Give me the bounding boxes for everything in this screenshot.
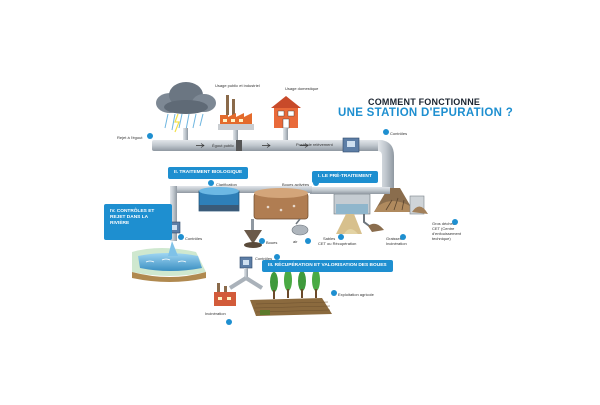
label-controles-top: Contrôles bbox=[390, 131, 408, 136]
factory-icon bbox=[218, 95, 254, 130]
tree-icon bbox=[298, 271, 306, 298]
label-graisses-sub: Incinération bbox=[386, 241, 407, 246]
pretreatment-units bbox=[333, 188, 428, 234]
bullet-marker bbox=[400, 234, 406, 240]
bullet-marker bbox=[383, 129, 389, 135]
bullet-marker bbox=[338, 234, 344, 240]
rain-cloud-icon bbox=[156, 82, 216, 133]
label-usage-public: Usage public et industriel bbox=[215, 83, 260, 88]
bullet-marker bbox=[208, 180, 214, 186]
tree-icon bbox=[270, 272, 278, 299]
tree-icon bbox=[284, 269, 292, 298]
section-biological: II. TRAITEMENT BIOLOGIQUE bbox=[168, 167, 249, 179]
bullet-marker bbox=[452, 219, 458, 225]
house-icon bbox=[271, 96, 301, 129]
title-line-2: UNE STATION D'EPURATION ? bbox=[338, 107, 514, 119]
label-boues-activees: Boues activées bbox=[282, 182, 310, 187]
label-usage-domestique: Usage domestique bbox=[285, 86, 319, 91]
agricultural-field bbox=[250, 269, 332, 316]
river-icon bbox=[132, 241, 206, 282]
label-incineration: Incinération bbox=[205, 311, 226, 316]
label-egout-public: Égout public bbox=[212, 143, 235, 148]
bullet-marker bbox=[331, 290, 337, 296]
bullet-marker bbox=[226, 319, 232, 325]
bullet-marker bbox=[178, 234, 184, 240]
label-controles-mid: Contrôles bbox=[255, 256, 273, 261]
incinerator-icon bbox=[214, 283, 236, 306]
bullet-marker bbox=[305, 238, 311, 244]
tree-icon bbox=[312, 269, 320, 298]
label-graisses: Graisses bbox=[386, 236, 402, 241]
sludge-cones bbox=[244, 219, 262, 248]
label-gros-dechets: Gros déchets bbox=[432, 221, 456, 226]
label-gros-dechets-sub: CET (Centre d'enfouissement technique) bbox=[432, 226, 462, 241]
label-air: air bbox=[293, 239, 298, 244]
label-sables: Sables bbox=[323, 236, 336, 241]
section-pretreatment: I. LE PRÉ-TRAITEMENT bbox=[312, 171, 378, 183]
bullet-marker bbox=[274, 254, 280, 260]
section-controls: IV. CONTRÔLES ET REJET DANS LA RIVIÈRE bbox=[104, 204, 172, 240]
label-boues: Boues bbox=[266, 240, 278, 245]
label-sables-sub: CET ou Récupération bbox=[318, 241, 357, 246]
bullet-marker bbox=[147, 133, 153, 139]
activated-sludge-basin bbox=[253, 188, 309, 236]
label-exploitation-agricole: Exploitation agricole bbox=[338, 292, 374, 297]
label-clarification: Clarification bbox=[216, 182, 237, 187]
label-rain-water: Rejet à l'égout bbox=[117, 135, 143, 140]
title-line-1: COMMENT FONCTIONNE bbox=[368, 97, 481, 107]
sludge-processing bbox=[228, 256, 264, 290]
clarifier-tank bbox=[198, 187, 240, 212]
bullet-marker bbox=[313, 180, 319, 186]
label-poste-relevage: Poste de relèvement bbox=[296, 142, 333, 147]
label-controles-left: Contrôles bbox=[185, 236, 203, 241]
section-recovery: III. RÉCUPÉRATION ET VALORISATION DES BO… bbox=[262, 260, 393, 272]
bullet-marker bbox=[259, 238, 265, 244]
